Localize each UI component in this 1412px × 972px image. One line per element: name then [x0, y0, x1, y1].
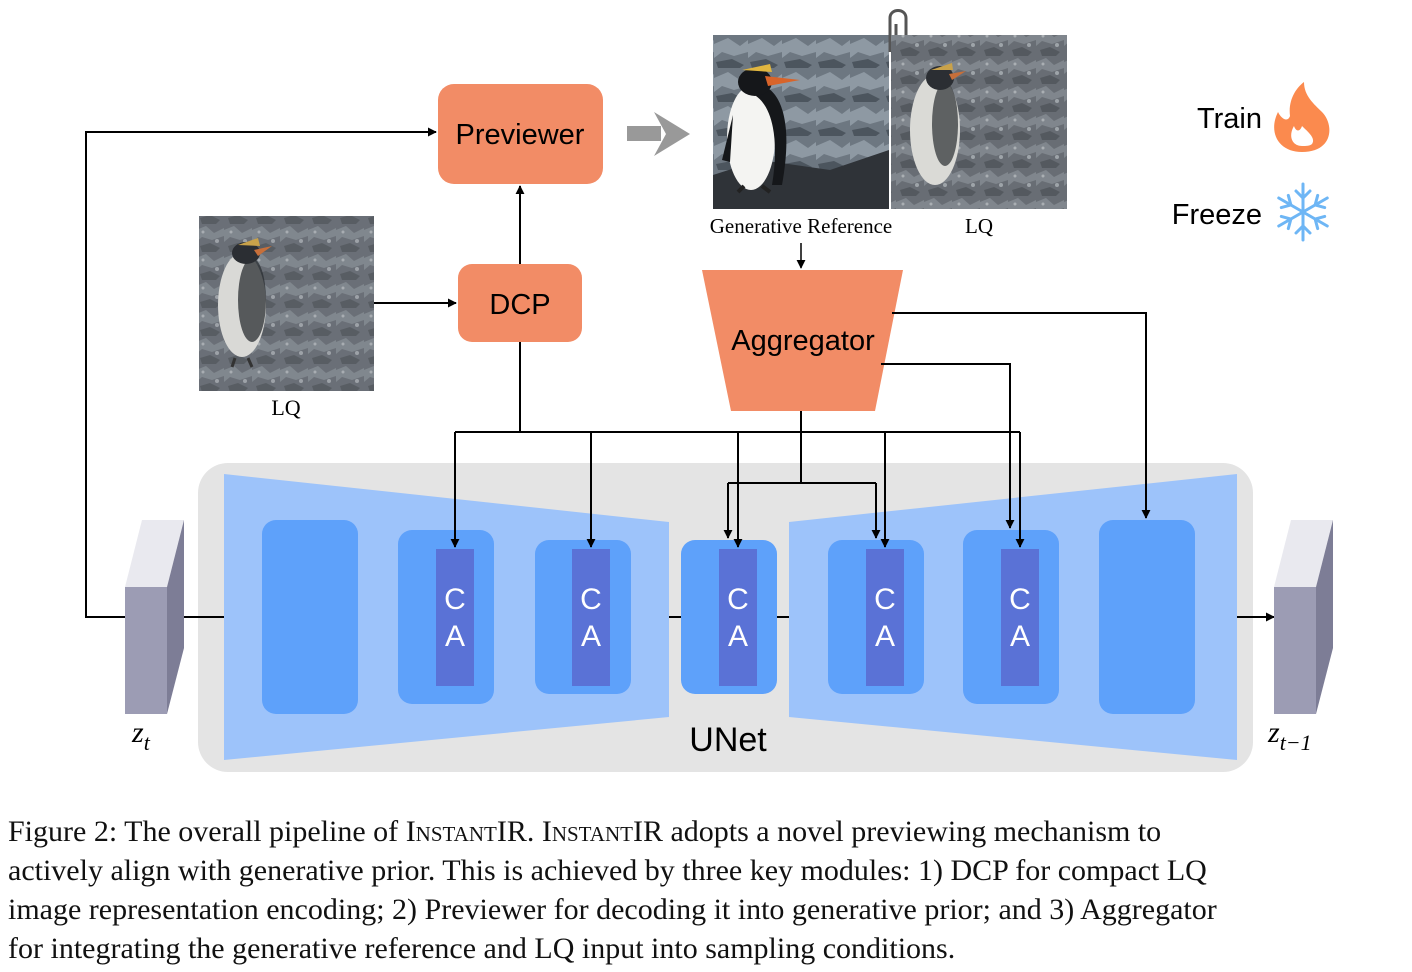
aggregator-condition-lines	[723, 312, 1151, 539]
ca-strip-2: C A	[572, 549, 610, 686]
ca-label-a: A	[875, 620, 895, 653]
caption-line-4: for integrating the generative reference…	[8, 932, 956, 965]
lq-input-label: LQ	[271, 395, 300, 420]
ca-label-c: C	[1009, 583, 1031, 616]
latent-zt1-label: zt−1	[1267, 716, 1312, 755]
caption-line-3: image representation encoding; 2) Previe…	[8, 893, 1217, 926]
caption-line-1: Figure 2: The overall pipeline of Instan…	[8, 812, 1408, 851]
dcp-box	[458, 264, 582, 342]
snowflake-icon	[1277, 182, 1329, 242]
preview-output-arrow	[627, 112, 690, 156]
ca-strip-3: C A	[719, 549, 757, 686]
ca-label-c: C	[580, 583, 602, 616]
caption-method-name: InstantIR	[541, 815, 663, 848]
aggregator-label: Aggregator	[731, 325, 875, 357]
previewer-label: Previewer	[456, 119, 585, 151]
caption-text: adopts a novel previewing mechanism to	[662, 815, 1162, 848]
lq-input-image	[199, 216, 374, 391]
generative-reference-image	[713, 35, 889, 209]
ca-strip-4: C A	[866, 549, 904, 686]
legend-freeze-label: Freeze	[1172, 199, 1262, 231]
unet-block-6	[1099, 520, 1195, 714]
lq-reference-image	[891, 35, 1067, 209]
ca-label-a: A	[445, 620, 465, 653]
pipeline-diagram: C A C A C A C A C A UNet zt zt−1 Preview…	[85, 9, 1333, 772]
ca-strip-1: C A	[436, 549, 474, 686]
caption-method-name: InstantIR	[405, 815, 527, 848]
dcp-label: DCP	[489, 289, 550, 321]
ca-label-a: A	[1010, 620, 1030, 653]
ca-strip-5: C A	[1001, 549, 1039, 686]
ca-label-c: C	[444, 583, 466, 616]
latent-zt-slab	[125, 520, 184, 714]
flame-icon	[1274, 82, 1330, 152]
ca-label-c: C	[727, 583, 749, 616]
dcp-condition-lines	[450, 342, 1025, 548]
zt-to-previewer-arrow	[85, 127, 437, 618]
caption-line-2: actively align with generative prior. Th…	[8, 854, 1207, 887]
latent-zt-label: zt	[131, 716, 151, 755]
previewer-box	[438, 84, 603, 184]
ca-label-a: A	[728, 620, 748, 653]
caption-text: Figure 2: The overall pipeline of	[8, 815, 406, 848]
lq-reference-label: LQ	[965, 214, 993, 238]
unet-label: UNet	[689, 721, 767, 759]
ca-label-c: C	[874, 583, 896, 616]
ca-label-a: A	[581, 620, 601, 653]
legend-train-label: Train	[1197, 103, 1262, 135]
caption-text: .	[526, 815, 542, 848]
generative-reference-label: Generative Reference	[710, 214, 892, 238]
latent-zt1-slab	[1274, 520, 1333, 714]
aggregator-trapezoid	[702, 270, 903, 411]
figure-caption: Figure 2: The overall pipeline of Instan…	[8, 812, 1408, 968]
unet-block-1	[262, 520, 358, 714]
